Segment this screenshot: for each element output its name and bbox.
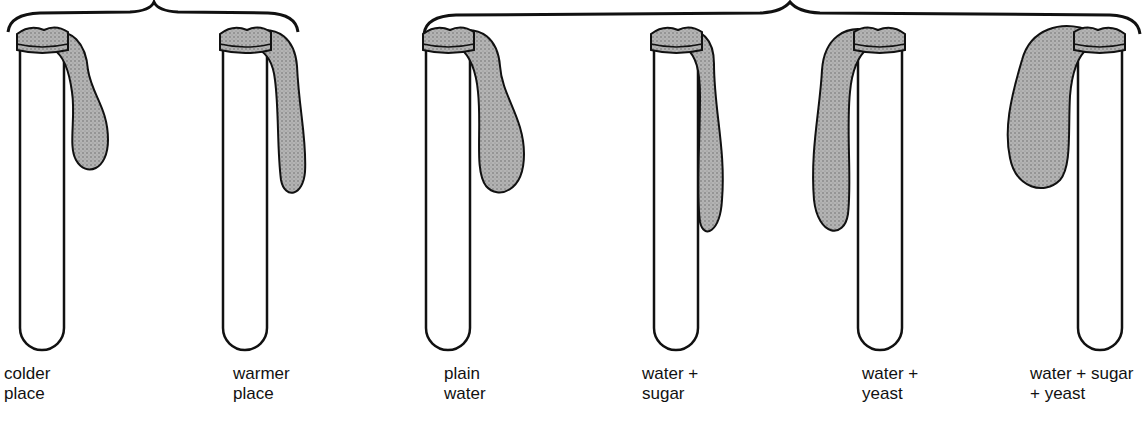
test-tube <box>17 27 108 350</box>
tube-label: warmer place <box>233 364 305 404</box>
test-tube <box>651 27 723 350</box>
test-tube <box>813 27 905 350</box>
tube-label: water + sugar <box>642 364 704 404</box>
tube-label: colder place <box>4 364 66 404</box>
test-tube <box>423 27 524 350</box>
tube-label: water + yeast <box>862 364 924 404</box>
brace <box>424 2 1140 34</box>
tube-label: plain water <box>444 364 500 404</box>
test-tube <box>220 27 305 350</box>
test-tube <box>1008 26 1125 350</box>
tube-label: water + sugar + yeast <box>1030 364 1142 404</box>
